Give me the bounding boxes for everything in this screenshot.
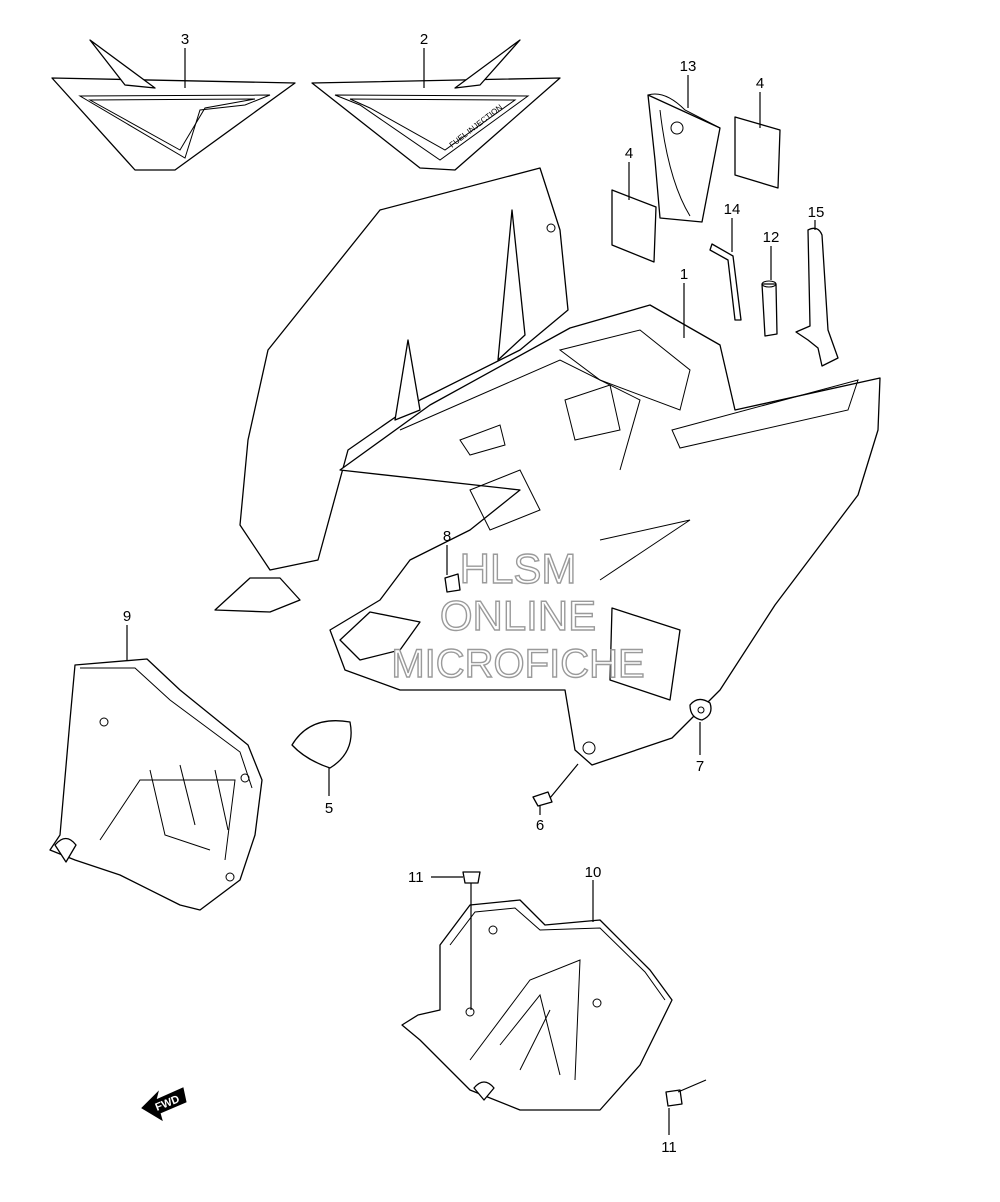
- callout-3: 3: [181, 31, 189, 48]
- watermark: HLSM ONLINE MICROFICHE: [391, 544, 646, 686]
- callout-8: 8: [443, 528, 451, 545]
- pin[interactable]: [761, 280, 778, 337]
- callout-6: 6: [536, 817, 544, 834]
- clip[interactable]: [444, 573, 461, 593]
- callout-12: 12: [763, 229, 780, 246]
- screw-11-bottom[interactable]: [665, 1079, 707, 1107]
- callout-1: 1: [680, 266, 688, 283]
- callout-14: 14: [724, 201, 741, 218]
- callout-4a: 4: [625, 145, 633, 162]
- watermark-line2: ONLINE: [440, 592, 596, 639]
- forward-arrow-label: FWD: [154, 1093, 182, 1114]
- rear-fender[interactable]: [214, 167, 881, 766]
- callout-13: 13: [680, 58, 697, 75]
- pad-right[interactable]: [734, 116, 781, 189]
- screw-11-top[interactable]: [462, 871, 481, 1010]
- callout-4b: 4: [756, 75, 764, 92]
- forward-arrow-icon: FWD: [141, 1087, 187, 1122]
- callout-11a: 11: [408, 869, 424, 886]
- decal-right[interactable]: FUEL INJECTION: [311, 39, 561, 171]
- spanner[interactable]: [795, 227, 839, 367]
- cap[interactable]: [291, 720, 352, 769]
- callout-2: 2: [420, 31, 428, 48]
- callout-9: 9: [123, 608, 131, 625]
- callout-10: 10: [585, 864, 602, 881]
- right-side-cover[interactable]: [401, 899, 673, 1111]
- watermark-line3: MICROFICHE: [391, 642, 644, 686]
- tool-bag[interactable]: [647, 93, 721, 223]
- callout-5: 5: [325, 800, 333, 817]
- decal-left[interactable]: [51, 39, 296, 171]
- callout-15: 15: [808, 204, 825, 221]
- screw-6[interactable]: [532, 763, 579, 807]
- callout-7: 7: [696, 758, 704, 775]
- grommet[interactable]: [689, 698, 712, 721]
- watermark-line1: HLSM: [460, 545, 577, 592]
- pad-left[interactable]: [611, 189, 657, 263]
- left-side-cover[interactable]: [49, 658, 263, 911]
- hex-wrench[interactable]: [709, 243, 742, 321]
- callout-11b: 11: [661, 1139, 677, 1156]
